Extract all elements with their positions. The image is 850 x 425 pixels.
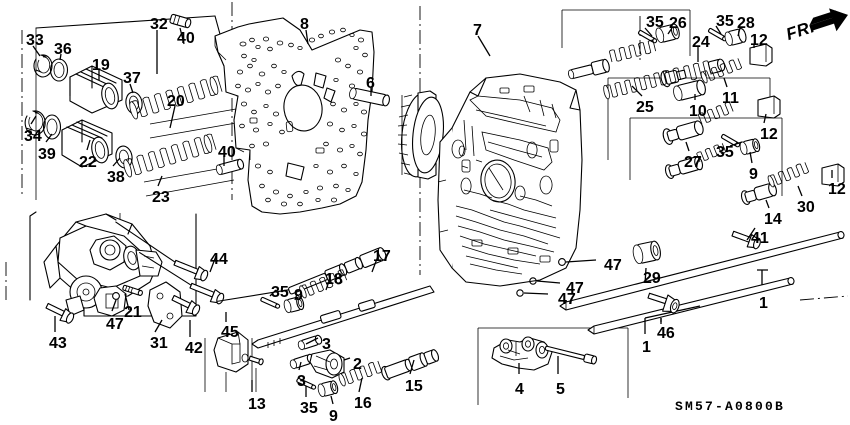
part-callout-31: 31	[150, 335, 168, 352]
part-callout-12: 12	[828, 181, 846, 198]
part-callout-3: 3	[322, 336, 331, 353]
part-callout-25: 25	[636, 99, 654, 116]
part-callout-3: 3	[297, 373, 306, 390]
part-callout-43: 43	[49, 335, 67, 352]
part-callout-29: 29	[643, 270, 661, 287]
part-callout-35: 35	[646, 14, 664, 31]
part-callout-22: 22	[79, 154, 97, 171]
part-callout-39: 39	[38, 146, 56, 163]
part-callout-37: 37	[123, 70, 141, 87]
part-callout-9: 9	[329, 408, 338, 425]
part-callout-27: 27	[684, 154, 702, 171]
part-callout-35: 35	[300, 400, 318, 417]
part-callout-26: 26	[669, 15, 687, 32]
part-callout-44: 44	[210, 251, 228, 268]
part-callout-14: 14	[764, 211, 782, 228]
part-callout-15: 15	[405, 378, 423, 395]
part-callout-34: 34	[24, 128, 42, 145]
part-callout-8: 8	[300, 16, 309, 33]
part-callout-18: 18	[325, 271, 343, 288]
part-callout-1: 1	[642, 339, 651, 356]
part-callout-19: 19	[92, 57, 110, 74]
part-callout-2: 2	[353, 356, 362, 373]
part-callout-20: 20	[167, 93, 185, 110]
part-callout-7: 7	[473, 22, 482, 39]
part-callout-12: 12	[760, 126, 778, 143]
part-callout-47: 47	[558, 291, 576, 308]
part-callout-13: 13	[248, 396, 266, 413]
part-callout-4: 4	[515, 381, 524, 398]
part-callout-24: 24	[692, 34, 710, 51]
part-callout-47: 47	[604, 257, 622, 274]
part-callout-45: 45	[221, 324, 239, 341]
part-callout-35: 35	[716, 144, 734, 161]
part-callout-32: 32	[150, 16, 168, 33]
part-callout-35: 35	[716, 13, 734, 30]
part-callout-42: 42	[185, 340, 203, 357]
part-callout-9: 9	[749, 166, 758, 183]
part-callout-9: 9	[294, 287, 303, 304]
part-callout-38: 38	[107, 169, 125, 186]
part-callout-11: 11	[722, 90, 739, 107]
part-callout-33: 33	[26, 32, 44, 49]
part-callout-40: 40	[177, 30, 195, 47]
part-callout-5: 5	[556, 381, 565, 398]
part-callout-35: 35	[271, 284, 289, 301]
part-callout-36: 36	[54, 41, 72, 58]
part-callout-30: 30	[797, 199, 815, 216]
part-callout-1: 1	[759, 295, 768, 312]
part-callout-6: 6	[366, 75, 375, 92]
part-callout-10: 10	[689, 103, 707, 120]
part-callout-12: 12	[750, 32, 768, 49]
diagram-code: SM57-A0800B	[675, 399, 786, 414]
part-callout-28: 28	[737, 15, 755, 32]
part-callout-23: 23	[152, 189, 170, 206]
part-callout-16: 16	[354, 395, 372, 412]
part-callout-41: 41	[751, 230, 769, 247]
part-callout-40: 40	[218, 144, 236, 161]
part-callout-21: 21	[124, 304, 142, 321]
part-callout-47: 47	[566, 280, 584, 297]
part-callout-47: 47	[106, 316, 124, 333]
part-callout-46: 46	[657, 325, 675, 342]
part-callout-17: 17	[373, 248, 391, 265]
